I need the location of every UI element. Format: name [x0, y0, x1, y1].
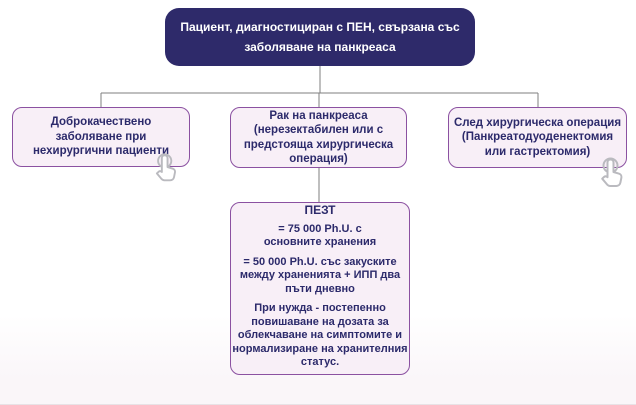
branch-label: Рак на панкреаса (нерезектабилен или с п… — [243, 109, 394, 166]
branch-label: Доброкачествено заболяване при нехирурги… — [32, 116, 170, 158]
node-benign-nonsurgical[interactable]: Доброкачествено заболяване при нехирурги… — [12, 107, 190, 167]
pezt-title: ПЕЗТ — [304, 203, 336, 218]
branch-label: След хирургическа операция (Панкреатодуо… — [453, 116, 622, 158]
node-pezt-detail: ПЕЗТ = 75 000 Ph.U. с основните хранения… — [230, 202, 410, 375]
pezt-paragraph: При нужда - постепенно повишаване на доз… — [232, 302, 408, 369]
pezt-paragraph: = 50 000 Ph.U. със закуските между хране… — [239, 255, 401, 295]
node-pancreatic-cancer[interactable]: Рак на панкреаса (нерезектабилен или с п… — [230, 107, 407, 168]
root-label: Пациент, диагностициран с ПЕН, свързана … — [180, 20, 460, 54]
pezt-paragraph: = 75 000 Ph.U. с основните хранения — [263, 222, 377, 249]
node-root-diagnosis: Пациент, диагностициран с ПЕН, свързана … — [165, 8, 475, 66]
node-post-surgery[interactable]: След хирургическа операция (Панкреатодуо… — [448, 107, 627, 168]
